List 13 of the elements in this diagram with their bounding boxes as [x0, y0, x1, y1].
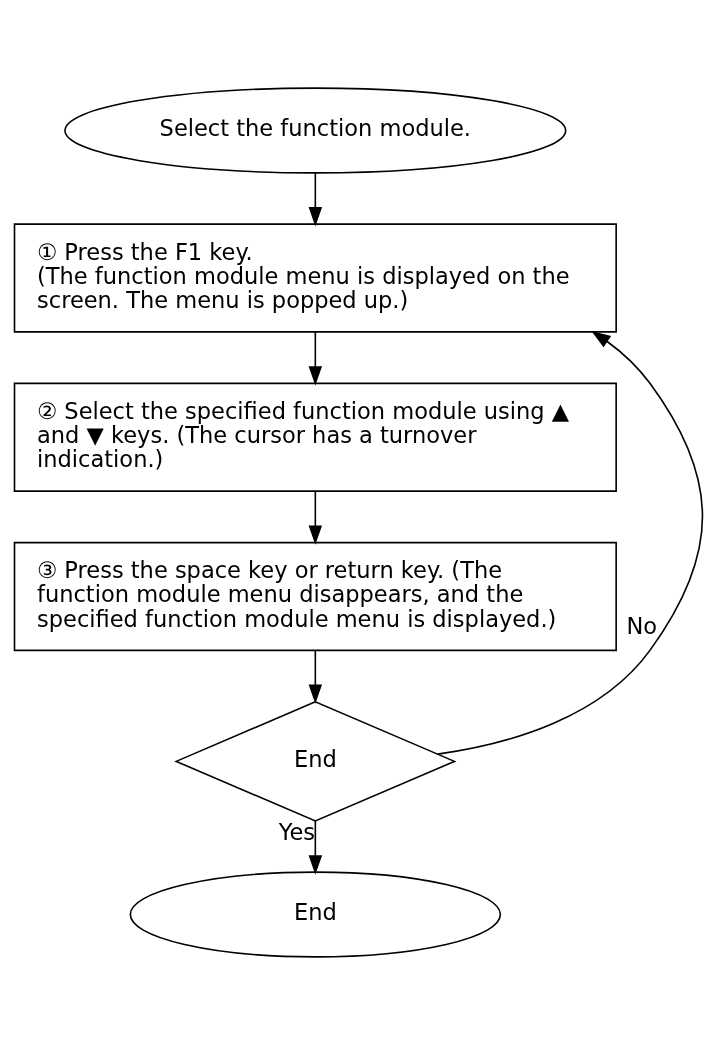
node-box: ① Press the F1 key. (The function module menu is displayed on the screen. The menu is popped up.) — [13, 222, 617, 333]
arrow — [308, 330, 323, 386]
node-box: ③ Press the space key or return key. (The function module menu disappears, and the specified function module menu is displayed.) — [13, 541, 617, 651]
node-box: ② Select the specified function module using ▲ and ▼ keys. (The cursor has a turnover indication.) — [13, 382, 617, 492]
arrow — [308, 171, 323, 226]
node-ellipse: Select the function module. — [64, 86, 567, 174]
arrow — [308, 649, 323, 704]
edge-label: No — [626, 612, 658, 639]
node-diamond: End — [174, 700, 457, 822]
arrow — [308, 819, 323, 875]
node-ellipse: End — [129, 870, 502, 958]
arrow — [436, 330, 704, 755]
arrow — [308, 489, 323, 545]
